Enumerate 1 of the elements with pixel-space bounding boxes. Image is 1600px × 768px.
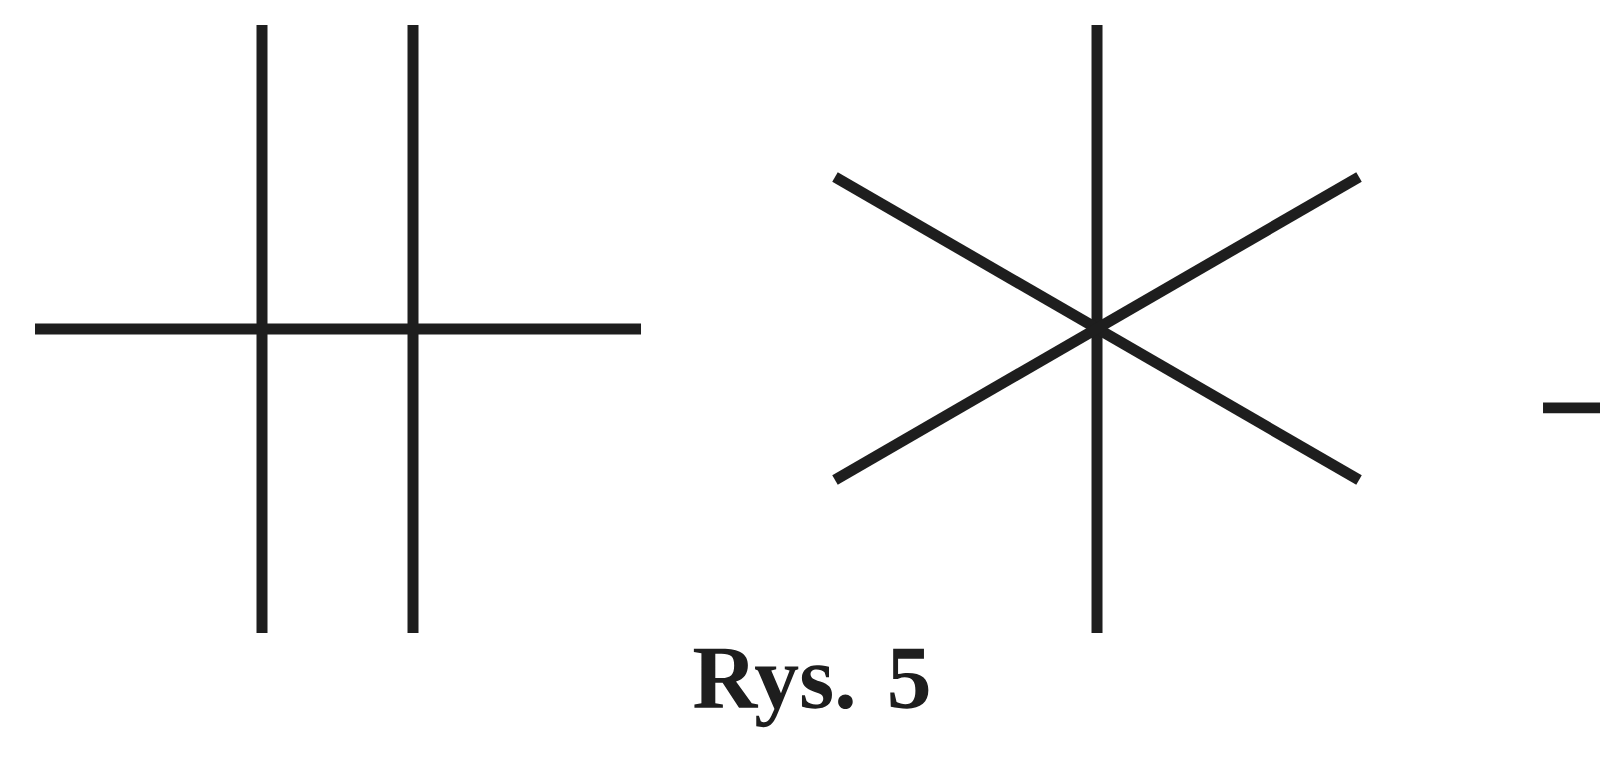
figure-caption: Rys. 5: [693, 648, 929, 728]
